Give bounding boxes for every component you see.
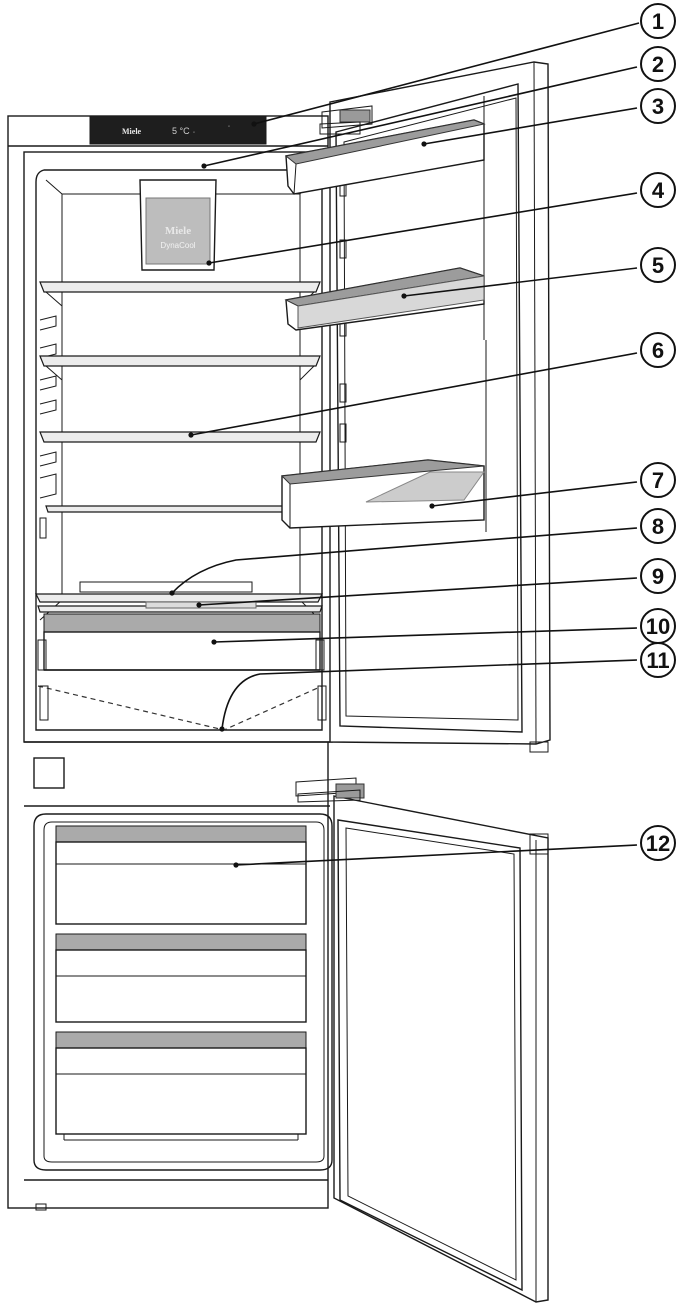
svg-text:3: 3 — [652, 94, 664, 119]
bottle-shelf — [35, 581, 323, 603]
svg-text:9: 9 — [652, 564, 664, 589]
leader-11 — [221, 659, 638, 730]
callout-1: 1 — [640, 3, 676, 39]
upper-hinge — [319, 105, 373, 135]
leader-lines — [171, 22, 640, 866]
freezer-compartment — [33, 813, 333, 1171]
callout-2: 2 — [640, 46, 676, 82]
freezer-drawer-2 — [55, 933, 307, 1023]
display-brand: Miele — [122, 127, 142, 136]
bottle-holder — [365, 471, 485, 503]
callout-3: 3 — [640, 88, 676, 124]
lower-hinge — [295, 777, 365, 803]
svg-text:1: 1 — [652, 9, 664, 34]
svg-text:12: 12 — [646, 831, 670, 856]
display-temperature: 5 °C — [172, 126, 190, 136]
leader-7 — [431, 481, 638, 507]
glass-shelf-4 — [45, 505, 315, 513]
freezer-door — [295, 777, 549, 1303]
glass-shelf-2 — [39, 355, 321, 381]
leader-10 — [213, 627, 638, 643]
crisper-drawer — [37, 613, 323, 731]
leader-5 — [403, 267, 638, 297]
glass-shelf-3 — [39, 431, 321, 443]
callout-4: 4 — [640, 172, 676, 208]
fan-brand: Miele — [165, 225, 191, 237]
vent-square — [33, 757, 65, 789]
leader-9 — [198, 577, 638, 606]
svg-text:2: 2 — [652, 52, 664, 77]
display-mark-a: ◦ — [193, 130, 195, 136]
svg-text:6: 6 — [652, 338, 664, 363]
leader-2 — [203, 66, 638, 167]
leader-6 — [190, 352, 638, 436]
freezer-drawer-1 — [55, 825, 307, 925]
door-shelf-top — [284, 119, 486, 195]
fan-unit: Miele DynaCool — [139, 179, 217, 271]
svg-text:4: 4 — [652, 178, 665, 203]
glass-shelf-1 — [39, 281, 321, 307]
leader-1 — [253, 22, 640, 125]
callout-6: 6 — [640, 332, 676, 368]
svg-text:7: 7 — [652, 468, 664, 493]
callout-11: 11 — [640, 642, 676, 678]
callout-8: 8 — [640, 508, 676, 544]
fan-label: DynaCool — [160, 241, 195, 250]
leader-8 — [171, 527, 638, 594]
leader-dots — [169, 121, 435, 868]
callout-5: 5 — [640, 247, 676, 283]
svg-text:10: 10 — [646, 614, 670, 639]
callout-9: 9 — [640, 558, 676, 594]
display-mark-b: ◦ — [228, 124, 230, 130]
display-panel — [89, 115, 267, 145]
leader-4 — [208, 192, 638, 264]
svg-text:8: 8 — [652, 514, 664, 539]
door-shelf-middle — [284, 267, 485, 331]
fridge-door — [280, 61, 551, 753]
svg-text:5: 5 — [652, 253, 664, 278]
callout-10: 10 — [640, 608, 676, 644]
callout-12: 12 — [640, 825, 676, 861]
door-shelf-lower — [280, 459, 485, 529]
leader-3 — [423, 107, 638, 145]
freezer-drawer-3 — [55, 1031, 307, 1141]
callout-7: 7 — [640, 462, 676, 498]
svg-text:11: 11 — [646, 648, 669, 673]
leader-12 — [235, 844, 638, 866]
control-panel: Miele 5 °C ◦ ◦ — [89, 115, 267, 145]
